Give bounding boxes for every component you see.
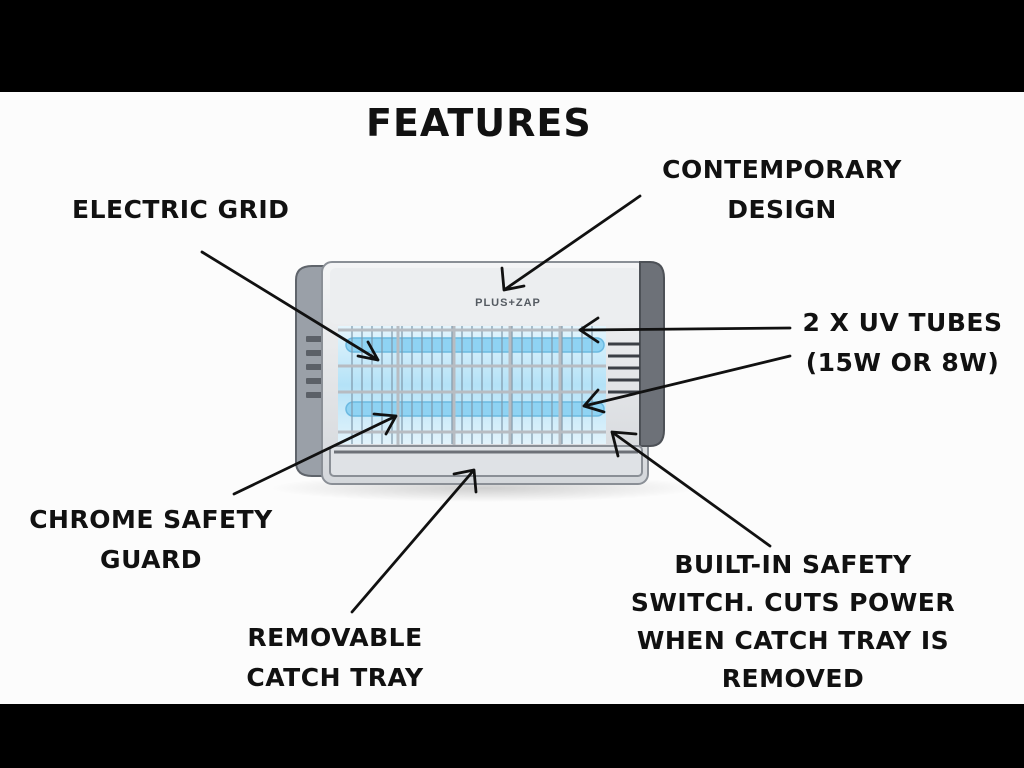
label-electric-grid: ELECTRIC GRID: [72, 190, 289, 230]
uv-tube-lower: [345, 401, 605, 417]
right-end-cap: [639, 261, 665, 447]
right-vent-slots: [608, 342, 640, 394]
label-line: CATCH TRAY: [246, 663, 424, 692]
uv-tube-upper: [345, 337, 605, 353]
label-line: GUARD: [100, 545, 202, 574]
label-line: 2 X UV TUBES: [802, 308, 1003, 337]
page-title: FEATURES: [366, 101, 592, 145]
electric-grid-wires: [351, 326, 593, 444]
label-line: DESIGN: [727, 195, 837, 224]
label-contemporary-design: CONTEMPORARY DESIGN: [652, 150, 912, 230]
label-chrome-safety-guard: CHROME SAFETY GUARD: [20, 500, 282, 580]
label-line: REMOVED: [721, 664, 865, 693]
label-uv-tubes: 2 X UV TUBES (15W OR 8W): [800, 303, 1005, 383]
label-removable-catch-tray: REMOVABLE CATCH TRAY: [230, 618, 440, 698]
arrow-catch-tray: [350, 468, 478, 614]
label-built-in-safety-switch: BUILT-IN SAFETY SWITCH. CUTS POWER WHEN …: [616, 546, 970, 698]
label-line: WHEN CATCH TRAY IS: [636, 626, 950, 655]
arrow-uv-tube-upper: [578, 316, 792, 344]
arrow-chrome-safety-guard: [232, 412, 398, 496]
label-line: CHROME SAFETY: [29, 505, 273, 534]
label-line: BUILT-IN SAFETY: [674, 550, 912, 579]
label-line: (15W OR 8W): [805, 348, 1000, 377]
label-line: SWITCH. CUTS POWER: [630, 588, 956, 617]
brand-logo: PLUS+ZAP: [475, 297, 541, 309]
label-line: CONTEMPORARY: [662, 155, 902, 184]
arrow-contemporary-design: [500, 194, 642, 292]
label-line: REMOVABLE: [247, 623, 423, 652]
arrow-uv-tube-lower: [582, 354, 792, 414]
label-line: ELECTRIC GRID: [72, 195, 290, 224]
top-panel: [330, 268, 640, 324]
chrome-safety-guard: [338, 326, 606, 446]
annotation-arrows: [200, 194, 792, 614]
arrow-electric-grid: [200, 250, 380, 362]
arrow-safety-switch: [610, 430, 772, 548]
